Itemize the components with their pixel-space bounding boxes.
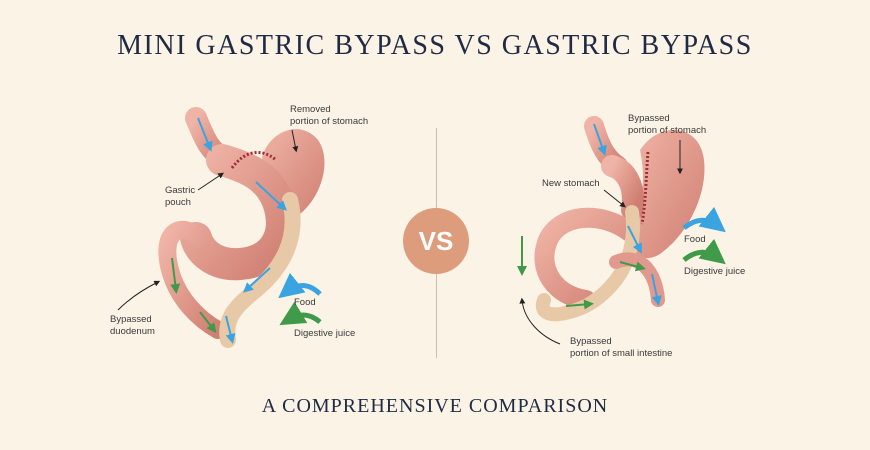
juice-flow-arrow-right-2 xyxy=(565,299,594,310)
bypassed-duodenum xyxy=(158,220,227,339)
small-intestine-left xyxy=(219,192,301,348)
pointer-pouch xyxy=(197,172,224,191)
juice-legend-arrow-right xyxy=(682,238,726,265)
page-subtitle: A COMPREHENSIVE COMPARISON xyxy=(261,395,609,417)
new-stomach-pouch xyxy=(601,155,644,221)
juice-flow-arrow-right-3 xyxy=(619,261,646,272)
juice-flow-arrow-left-1 xyxy=(170,257,181,294)
food-flow-arrow-right-3 xyxy=(651,273,662,306)
label-removed-2: portion of stomach xyxy=(290,116,368,127)
removed-stomach-portion xyxy=(262,129,325,218)
label-duodenum-2: duodenum xyxy=(110,326,155,337)
juice-flow-arrow-left-2 xyxy=(199,311,217,334)
food-flow-arrow-left-3 xyxy=(243,267,271,293)
label-removed-1: Removed xyxy=(290,104,331,115)
page-title: MINI GASTRIC BYPASS VS GASTRIC BYPASS xyxy=(117,30,753,61)
label-food-right: Food xyxy=(684,234,706,245)
label-intestine-2: portion of small intestine xyxy=(570,348,672,359)
food-flow-arrow-right-2 xyxy=(627,225,642,254)
gastric-bypass-diagram: Bypassed portion of stomach New stomach … xyxy=(517,113,745,359)
pointer-removed xyxy=(291,129,299,153)
staple-line-right xyxy=(640,151,650,225)
vs-badge: VS xyxy=(403,208,469,274)
label-pouch-1: Gastric xyxy=(165,185,195,196)
juice-legend-arrow-left xyxy=(279,301,322,326)
food-flow-arrow-left-2 xyxy=(255,181,287,211)
food-flow-arrow-left-4 xyxy=(225,315,236,344)
pointer-new-stomach xyxy=(603,189,626,208)
label-new-stomach: New stomach xyxy=(542,178,600,189)
food-legend-arrow-left xyxy=(278,272,322,299)
food-flow-arrow-right-1 xyxy=(593,123,607,156)
label-pouch-2: pouch xyxy=(165,197,191,208)
label-juice-left: Digestive juice xyxy=(294,328,355,339)
label-bypassed-1: Bypassed xyxy=(628,113,670,124)
label-intestine-1: Bypassed xyxy=(570,336,612,347)
label-duodenum-1: Bypassed xyxy=(110,314,152,325)
label-food-left: Food xyxy=(294,297,316,308)
biliopancreatic-limb xyxy=(534,207,640,310)
food-flow-arrow-left-1 xyxy=(197,117,213,152)
gastric-pouch xyxy=(180,144,298,281)
label-juice-right: Digestive juice xyxy=(684,266,745,277)
food-legend-arrow-right xyxy=(682,206,726,233)
mini-gastric-bypass-diagram: Removed portion of stomach Gastric pouch… xyxy=(110,104,368,348)
pointer-intestine xyxy=(519,297,561,345)
label-bypassed-2: portion of stomach xyxy=(628,125,706,136)
pointer-duodenum xyxy=(117,280,161,311)
staple-line-left xyxy=(230,151,277,169)
